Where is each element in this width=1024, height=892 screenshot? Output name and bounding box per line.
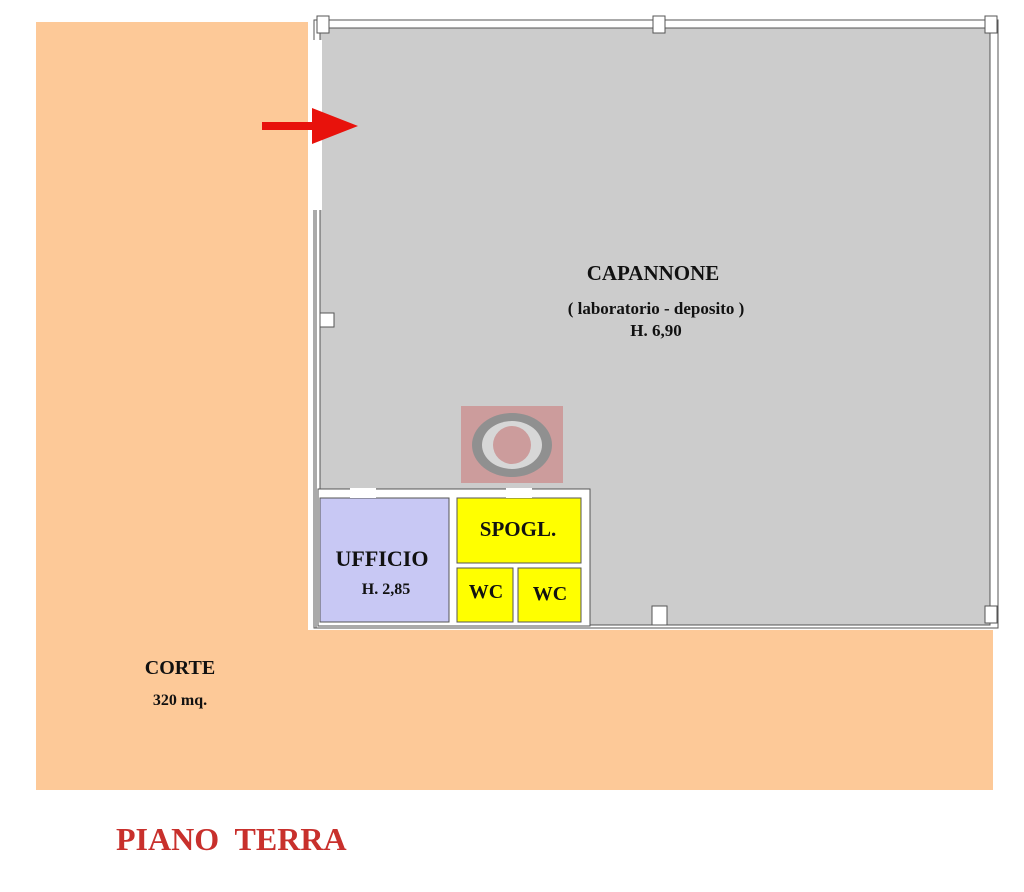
pillar — [319, 312, 335, 328]
corte-area-label: 320 mq. — [153, 692, 207, 709]
spogliatoio-door — [506, 488, 532, 498]
wc-label-2: WC — [533, 583, 567, 605]
pillar — [316, 15, 330, 34]
pillar — [984, 15, 998, 34]
corte-label: CORTE — [145, 657, 215, 679]
wc-room-2 — [517, 567, 582, 623]
pillars — [316, 15, 998, 626]
ufficio-height: H. 2,85 — [362, 581, 410, 598]
arrow-right-icon — [262, 108, 358, 144]
page-title: PIANO TERRA — [116, 821, 347, 857]
capannone-height: H. 6,90 — [630, 321, 681, 340]
globe-icon — [493, 426, 531, 464]
pillar — [984, 605, 998, 624]
ufficio-label: UFFICIO — [336, 546, 429, 571]
spogliatoio-room — [456, 497, 582, 564]
capannone-use: ( laboratorio - deposito ) — [568, 299, 745, 318]
watermark-background — [461, 406, 563, 483]
pillar — [651, 605, 668, 626]
spogliatoio-label: SPOGL. — [480, 517, 556, 541]
arrow-shaft — [262, 122, 314, 130]
wc-room-1 — [456, 567, 514, 623]
ufficio-door — [350, 488, 376, 498]
wc-label-1: WC — [469, 581, 503, 603]
pillar — [652, 15, 666, 34]
ufficio-room — [319, 497, 450, 623]
watermark-logo — [461, 406, 563, 483]
arrow-head — [312, 108, 358, 144]
watermark-inner-ring — [482, 421, 542, 469]
watermark-ring — [472, 413, 552, 477]
corte-area — [36, 22, 993, 790]
capannone-label: CAPANNONE — [587, 261, 720, 285]
